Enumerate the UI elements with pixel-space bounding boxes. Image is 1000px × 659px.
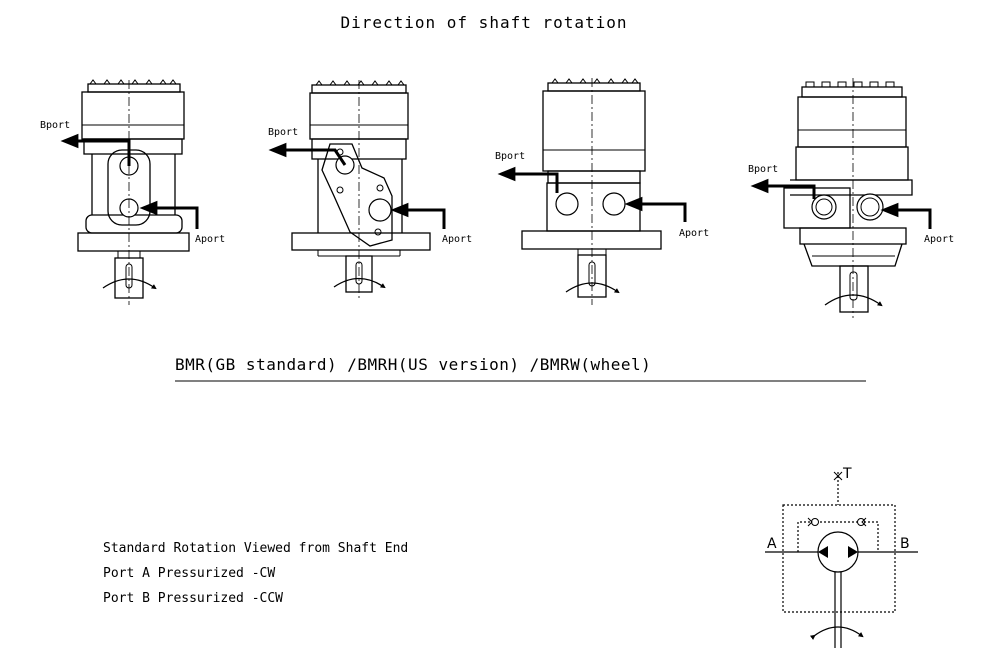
model-subtitle: BMR(GB standard) /BMRH(US version) /BMRW…	[175, 355, 651, 374]
motor-1-bolt-ring	[87, 83, 181, 93]
motor-3-housing	[542, 90, 646, 172]
motor-4-aport-label: Aport	[924, 234, 954, 245]
motor-3-bport-arrow	[497, 166, 559, 193]
symbol-a-label: A	[767, 536, 777, 552]
motor-2-aport-label: Aport	[442, 234, 472, 245]
motor-4-shaft	[839, 265, 869, 313]
motor-4-bmrw: Bport Aport	[748, 78, 954, 318]
motor-1-aport-label: Aport	[195, 234, 225, 245]
motor-2-aport-arrow	[390, 202, 446, 229]
motor-2-aport-hole	[368, 198, 392, 222]
motor-1-housing	[81, 91, 185, 140]
note-port-a: Port A Pressurized -CW	[103, 566, 275, 581]
note-port-b: Port B Pressurized -CCW	[103, 591, 283, 606]
note-standard-rotation: Standard Rotation Viewed from Shaft End	[103, 541, 408, 556]
motor-2-flange	[291, 232, 431, 251]
motor-3-flange	[521, 230, 662, 250]
motor-3-aport-arrow	[624, 196, 687, 222]
motor-3-bport-hole	[555, 192, 579, 216]
symbol-t-mark	[833, 471, 843, 481]
page-title: Direction of shaft rotation	[340, 13, 627, 32]
motor-3-aport-label: Aport	[679, 228, 709, 239]
motor-2-bport-label: Bport	[268, 127, 298, 138]
symbol-b-label: B	[900, 536, 910, 552]
motor-2-rotation-arrow	[333, 277, 386, 289]
motor-3-bport-label: Bport	[495, 151, 525, 162]
motor-1-bmr: Bport Aport	[40, 79, 225, 305]
motor-1-bport-arrow	[60, 133, 131, 166]
motor-4-bolt-ring	[801, 86, 903, 98]
motor-2-bmrh: Bport Aport	[268, 80, 472, 300]
symbol-rotation-arrow	[809, 626, 864, 640]
motor-3-aport-hole	[602, 192, 626, 216]
symbol-boundary	[782, 504, 896, 613]
motor-1-bport-label: Bport	[40, 120, 70, 131]
motor-4-bport-arrow	[750, 178, 816, 199]
motor-3-bolt-ring	[547, 82, 641, 92]
motor-4-bport-label: Bport	[748, 164, 778, 175]
motor-1-aport-arrow	[139, 200, 199, 229]
motor-2-bport-arrow	[268, 142, 347, 166]
motor-4-aport-arrow	[880, 202, 932, 229]
symbol-t-label: T	[842, 466, 852, 482]
motor-4-housing	[797, 96, 907, 148]
motor-1-flange	[77, 232, 190, 252]
motor-3-bmrh-side: Bport Aport	[495, 78, 709, 305]
hydraulic-symbol: T A B	[765, 466, 918, 648]
